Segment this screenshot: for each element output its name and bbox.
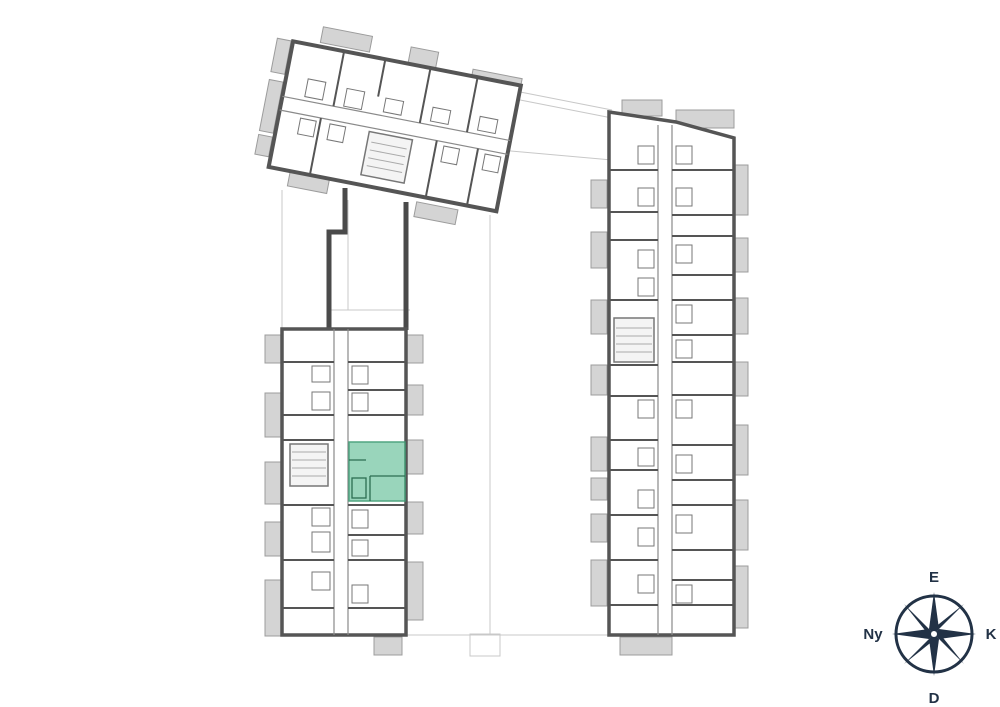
building-right-wing xyxy=(590,99,749,656)
compass-south-label: D xyxy=(929,690,940,707)
building-left-wing xyxy=(264,327,424,656)
highlighted-unit[interactable] xyxy=(348,441,406,502)
compass: E D Ny K xyxy=(863,569,996,707)
building-top-wing xyxy=(254,26,524,226)
balconies-left xyxy=(264,334,424,656)
site-outline xyxy=(281,89,613,657)
compass-east-label: K xyxy=(986,626,997,643)
compass-west-label: Ny xyxy=(863,626,883,643)
compass-north-label: E xyxy=(929,569,939,586)
compass-star-icon xyxy=(892,592,976,676)
connector-corridor xyxy=(326,188,409,330)
